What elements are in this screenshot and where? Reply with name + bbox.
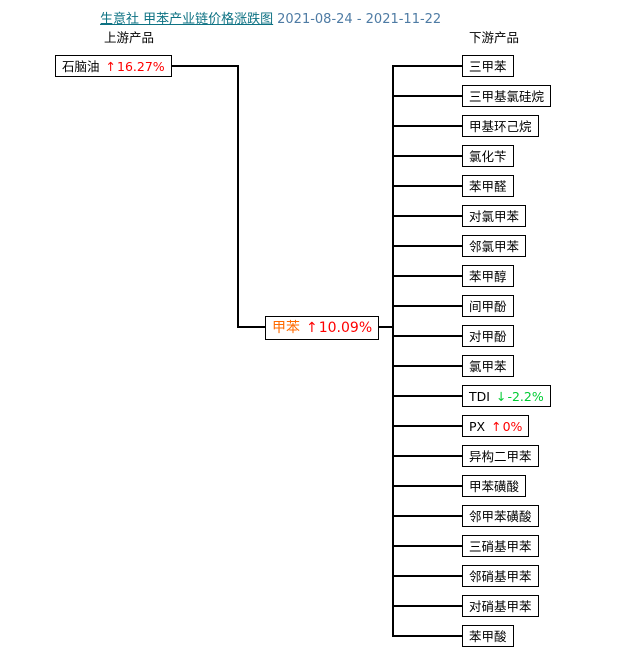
branch-line bbox=[393, 635, 470, 637]
product-name: PX bbox=[469, 418, 486, 434]
branch-line bbox=[393, 185, 470, 187]
product-name: 异构二甲苯 bbox=[469, 448, 532, 464]
branch-line bbox=[393, 215, 470, 217]
branch-line bbox=[393, 95, 470, 97]
downstream-node[interactable]: 苯甲醛 bbox=[462, 175, 514, 197]
product-name: 氯化苄 bbox=[469, 148, 507, 164]
product-name: 苯甲醛 bbox=[469, 178, 507, 194]
up-arrow-icon: ↑ bbox=[105, 58, 116, 74]
product-name: 三甲基氯硅烷 bbox=[469, 88, 545, 104]
branch-line bbox=[393, 395, 470, 397]
change-value: 0% bbox=[502, 418, 523, 434]
branch-line bbox=[393, 245, 470, 247]
downstream-node[interactable]: 对甲酚 bbox=[462, 325, 514, 347]
connector-line bbox=[150, 65, 239, 67]
product-name: 三甲苯 bbox=[469, 58, 507, 74]
branch-line bbox=[393, 365, 470, 367]
downstream-node[interactable]: 对氯甲苯 bbox=[462, 205, 527, 227]
downstream-node[interactable]: 苯甲醇 bbox=[462, 265, 514, 287]
product-name: 邻甲苯磺酸 bbox=[469, 508, 532, 524]
product-name: 邻氯甲苯 bbox=[469, 238, 520, 254]
product-name: 苯甲酸 bbox=[469, 628, 507, 644]
up-arrow-icon: ↑ bbox=[306, 319, 318, 336]
downstream-node[interactable]: TDI ↓-2.2% bbox=[462, 385, 551, 407]
downstream-node[interactable]: 异构二甲苯 bbox=[462, 445, 539, 467]
downstream-node[interactable]: 甲苯磺酸 bbox=[462, 475, 527, 497]
product-name: TDI bbox=[469, 388, 490, 404]
product-name: 氯甲苯 bbox=[469, 358, 507, 374]
upstream-column-label: 上游产品 bbox=[104, 30, 155, 45]
change-value: 16.27% bbox=[117, 58, 165, 74]
downstream-node[interactable]: 邻硝基甲苯 bbox=[462, 565, 539, 587]
branch-line bbox=[393, 575, 470, 577]
change-value: 10.09% bbox=[318, 319, 373, 336]
product-name: 对硝基甲苯 bbox=[469, 598, 532, 614]
downstream-column-label: 下游产品 bbox=[469, 30, 520, 45]
down-arrow-icon: ↓ bbox=[495, 388, 507, 404]
downstream-node[interactable]: 甲基环己烷 bbox=[462, 115, 539, 137]
product-name: 甲苯磺酸 bbox=[469, 478, 520, 494]
connector-line bbox=[237, 326, 269, 328]
branch-line bbox=[393, 275, 470, 277]
branch-line bbox=[393, 605, 470, 607]
downstream-node[interactable]: 氯甲苯 bbox=[462, 355, 514, 377]
branch-line bbox=[393, 425, 470, 427]
downstream-node[interactable]: 苯甲酸 bbox=[462, 625, 514, 647]
product-name: 间甲酚 bbox=[469, 298, 507, 314]
product-name: 石脑油 bbox=[62, 58, 100, 74]
branch-line bbox=[393, 125, 470, 127]
center-node-toluene[interactable]: 甲苯 ↑10.09% bbox=[265, 316, 380, 340]
change-value: -2.2% bbox=[507, 388, 544, 404]
price-change: ↓-2.2% bbox=[496, 387, 544, 406]
price-change: ↑16.27% bbox=[106, 57, 165, 76]
downstream-node[interactable]: 三硝基甲苯 bbox=[462, 535, 539, 557]
upstream-node-naphtha[interactable]: 石脑油 ↑16.27% bbox=[55, 55, 172, 77]
title-date-range: 2021-08-24 - 2021-11-22 bbox=[277, 12, 442, 27]
downstream-node[interactable]: 邻甲苯磺酸 bbox=[462, 505, 539, 527]
price-change: ↑10.09% bbox=[306, 318, 372, 339]
branch-line bbox=[393, 485, 470, 487]
connector-line bbox=[237, 65, 239, 328]
product-name: 苯甲醇 bbox=[469, 268, 507, 284]
branch-line bbox=[393, 335, 470, 337]
branch-line bbox=[393, 305, 470, 307]
up-arrow-icon: ↑ bbox=[491, 418, 502, 434]
trunk-line bbox=[392, 65, 394, 637]
downstream-node[interactable]: 三甲苯 bbox=[462, 55, 514, 77]
branch-line bbox=[393, 455, 470, 457]
branch-line bbox=[393, 515, 470, 517]
downstream-node[interactable]: 邻氯甲苯 bbox=[462, 235, 527, 257]
product-name: 对氯甲苯 bbox=[469, 208, 520, 224]
product-name: 甲基环己烷 bbox=[469, 118, 532, 134]
product-name: 甲苯 bbox=[272, 319, 300, 336]
title-text: 生意社 甲苯产业链价格涨跌图 bbox=[100, 12, 274, 27]
downstream-node[interactable]: PX ↑0% bbox=[462, 415, 530, 437]
downstream-node[interactable]: 三甲基氯硅烷 bbox=[462, 85, 552, 107]
branch-line bbox=[393, 155, 470, 157]
product-name: 邻硝基甲苯 bbox=[469, 568, 532, 584]
downstream-node[interactable]: 间甲酚 bbox=[462, 295, 514, 317]
branch-line bbox=[393, 65, 470, 67]
branch-line bbox=[393, 545, 470, 547]
price-change: ↑0% bbox=[491, 417, 522, 436]
product-name: 三硝基甲苯 bbox=[469, 538, 532, 554]
product-name: 对甲酚 bbox=[469, 328, 507, 344]
downstream-node[interactable]: 氯化苄 bbox=[462, 145, 514, 167]
downstream-node[interactable]: 对硝基甲苯 bbox=[462, 595, 539, 617]
